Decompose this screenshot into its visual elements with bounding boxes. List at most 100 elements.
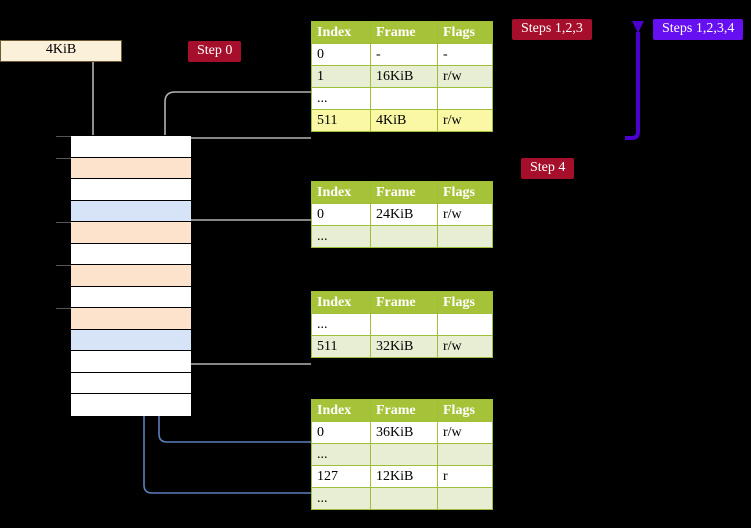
cell-index: 511 xyxy=(311,109,371,132)
cell-flags: - xyxy=(437,43,493,66)
cell-frame xyxy=(370,87,438,110)
cell-index: 127 xyxy=(311,465,371,488)
column-header-frame: Frame xyxy=(370,291,438,314)
badge-steps-123-label: Steps 1,2,3 xyxy=(521,21,583,36)
memory-frame-row xyxy=(71,222,191,244)
table-row: ... xyxy=(311,313,493,336)
cell-flags xyxy=(437,443,493,466)
cell-index: 1 xyxy=(311,65,371,88)
cell-frame: 16KiB xyxy=(370,65,438,88)
cell-flags xyxy=(437,225,493,248)
frame-label-text: 4KiB xyxy=(45,42,77,57)
cell-flags: r/w xyxy=(437,421,493,444)
memory-frame-row xyxy=(71,265,191,287)
badge-steps-1234: Steps 1,2,3,4 xyxy=(653,19,744,41)
column-header-frame: Frame xyxy=(370,181,438,204)
cell-frame xyxy=(370,443,438,466)
column-header-flags: Flags xyxy=(437,399,493,422)
column-header-frame: Frame xyxy=(370,399,438,422)
column-header-flags: Flags xyxy=(437,291,493,314)
table-row: ... xyxy=(311,87,493,110)
column-header-index: Index xyxy=(311,21,371,44)
connector-pd-row511 xyxy=(176,304,311,365)
cell-frame xyxy=(370,487,438,510)
badge-step-0: Step 0 xyxy=(188,41,242,63)
memory-frame-row xyxy=(71,243,191,265)
frame-label-4kib: 4KiB xyxy=(0,40,122,62)
cell-index: 511 xyxy=(311,335,371,358)
column-header-flags: Flags xyxy=(437,21,493,44)
table-row: 0-- xyxy=(311,43,493,66)
cell-index: ... xyxy=(311,225,371,248)
physical-memory-column xyxy=(56,135,191,416)
memory-frame-row xyxy=(71,351,191,373)
column-header-flags: Flags xyxy=(437,181,493,204)
badge-step-4-label: Step 4 xyxy=(530,160,566,175)
cell-flags: r/w xyxy=(437,65,493,88)
cell-frame xyxy=(370,225,438,248)
memory-row-tick xyxy=(56,222,71,223)
memory-row-tick xyxy=(56,136,71,137)
cell-frame: 32KiB xyxy=(370,335,438,358)
memory-frame-row xyxy=(71,308,191,330)
memory-row-tick xyxy=(56,308,71,309)
cell-frame: 4KiB xyxy=(370,109,438,132)
memory-row-tick xyxy=(56,265,71,266)
memory-frame-row xyxy=(71,136,191,158)
cell-index: 0 xyxy=(311,43,371,66)
connector-pdpt-row0 xyxy=(176,219,311,266)
cell-flags: r/w xyxy=(437,335,493,358)
memory-frame-row xyxy=(71,200,191,222)
cell-frame xyxy=(370,313,438,336)
purple-bracket-arrow xyxy=(625,21,644,140)
table-row: ... xyxy=(311,487,493,510)
cell-frame: 36KiB xyxy=(370,421,438,444)
column-header-frame: Frame xyxy=(370,21,438,44)
memory-frame-row xyxy=(71,372,191,394)
table-row: ... xyxy=(311,443,493,466)
cell-frame: 24KiB xyxy=(370,203,438,226)
memory-frame-row xyxy=(71,394,191,416)
cell-index: ... xyxy=(311,443,371,466)
table-row: ... xyxy=(311,225,493,248)
memory-frame-row xyxy=(71,329,191,351)
cell-index: 0 xyxy=(311,421,371,444)
column-header-index: Index xyxy=(311,399,371,422)
memory-frame-row xyxy=(71,179,191,201)
cell-index: ... xyxy=(311,487,371,510)
cell-flags: r/w xyxy=(437,109,493,132)
cell-index: ... xyxy=(311,87,371,110)
cell-index: ... xyxy=(311,313,371,336)
memory-frame-row xyxy=(71,286,191,308)
column-header-index: Index xyxy=(311,181,371,204)
memory-row-tick xyxy=(56,157,71,159)
badge-step-0-label: Step 0 xyxy=(197,43,233,58)
cell-frame: - xyxy=(370,43,438,66)
cell-frame: 12KiB xyxy=(370,465,438,488)
cell-flags xyxy=(437,487,493,510)
cell-flags xyxy=(437,87,493,110)
cell-index: 0 xyxy=(311,203,371,226)
badge-steps-123: Steps 1,2,3 xyxy=(512,19,592,41)
cell-flags: r/w xyxy=(437,203,493,226)
badge-steps-1234-label: Steps 1,2,3,4 xyxy=(662,21,735,36)
cell-flags xyxy=(437,313,493,336)
column-header-index: Index xyxy=(311,291,371,314)
memory-frame-row xyxy=(71,157,191,179)
badge-step-4: Step 4 xyxy=(521,158,575,180)
cell-flags: r xyxy=(437,465,493,488)
